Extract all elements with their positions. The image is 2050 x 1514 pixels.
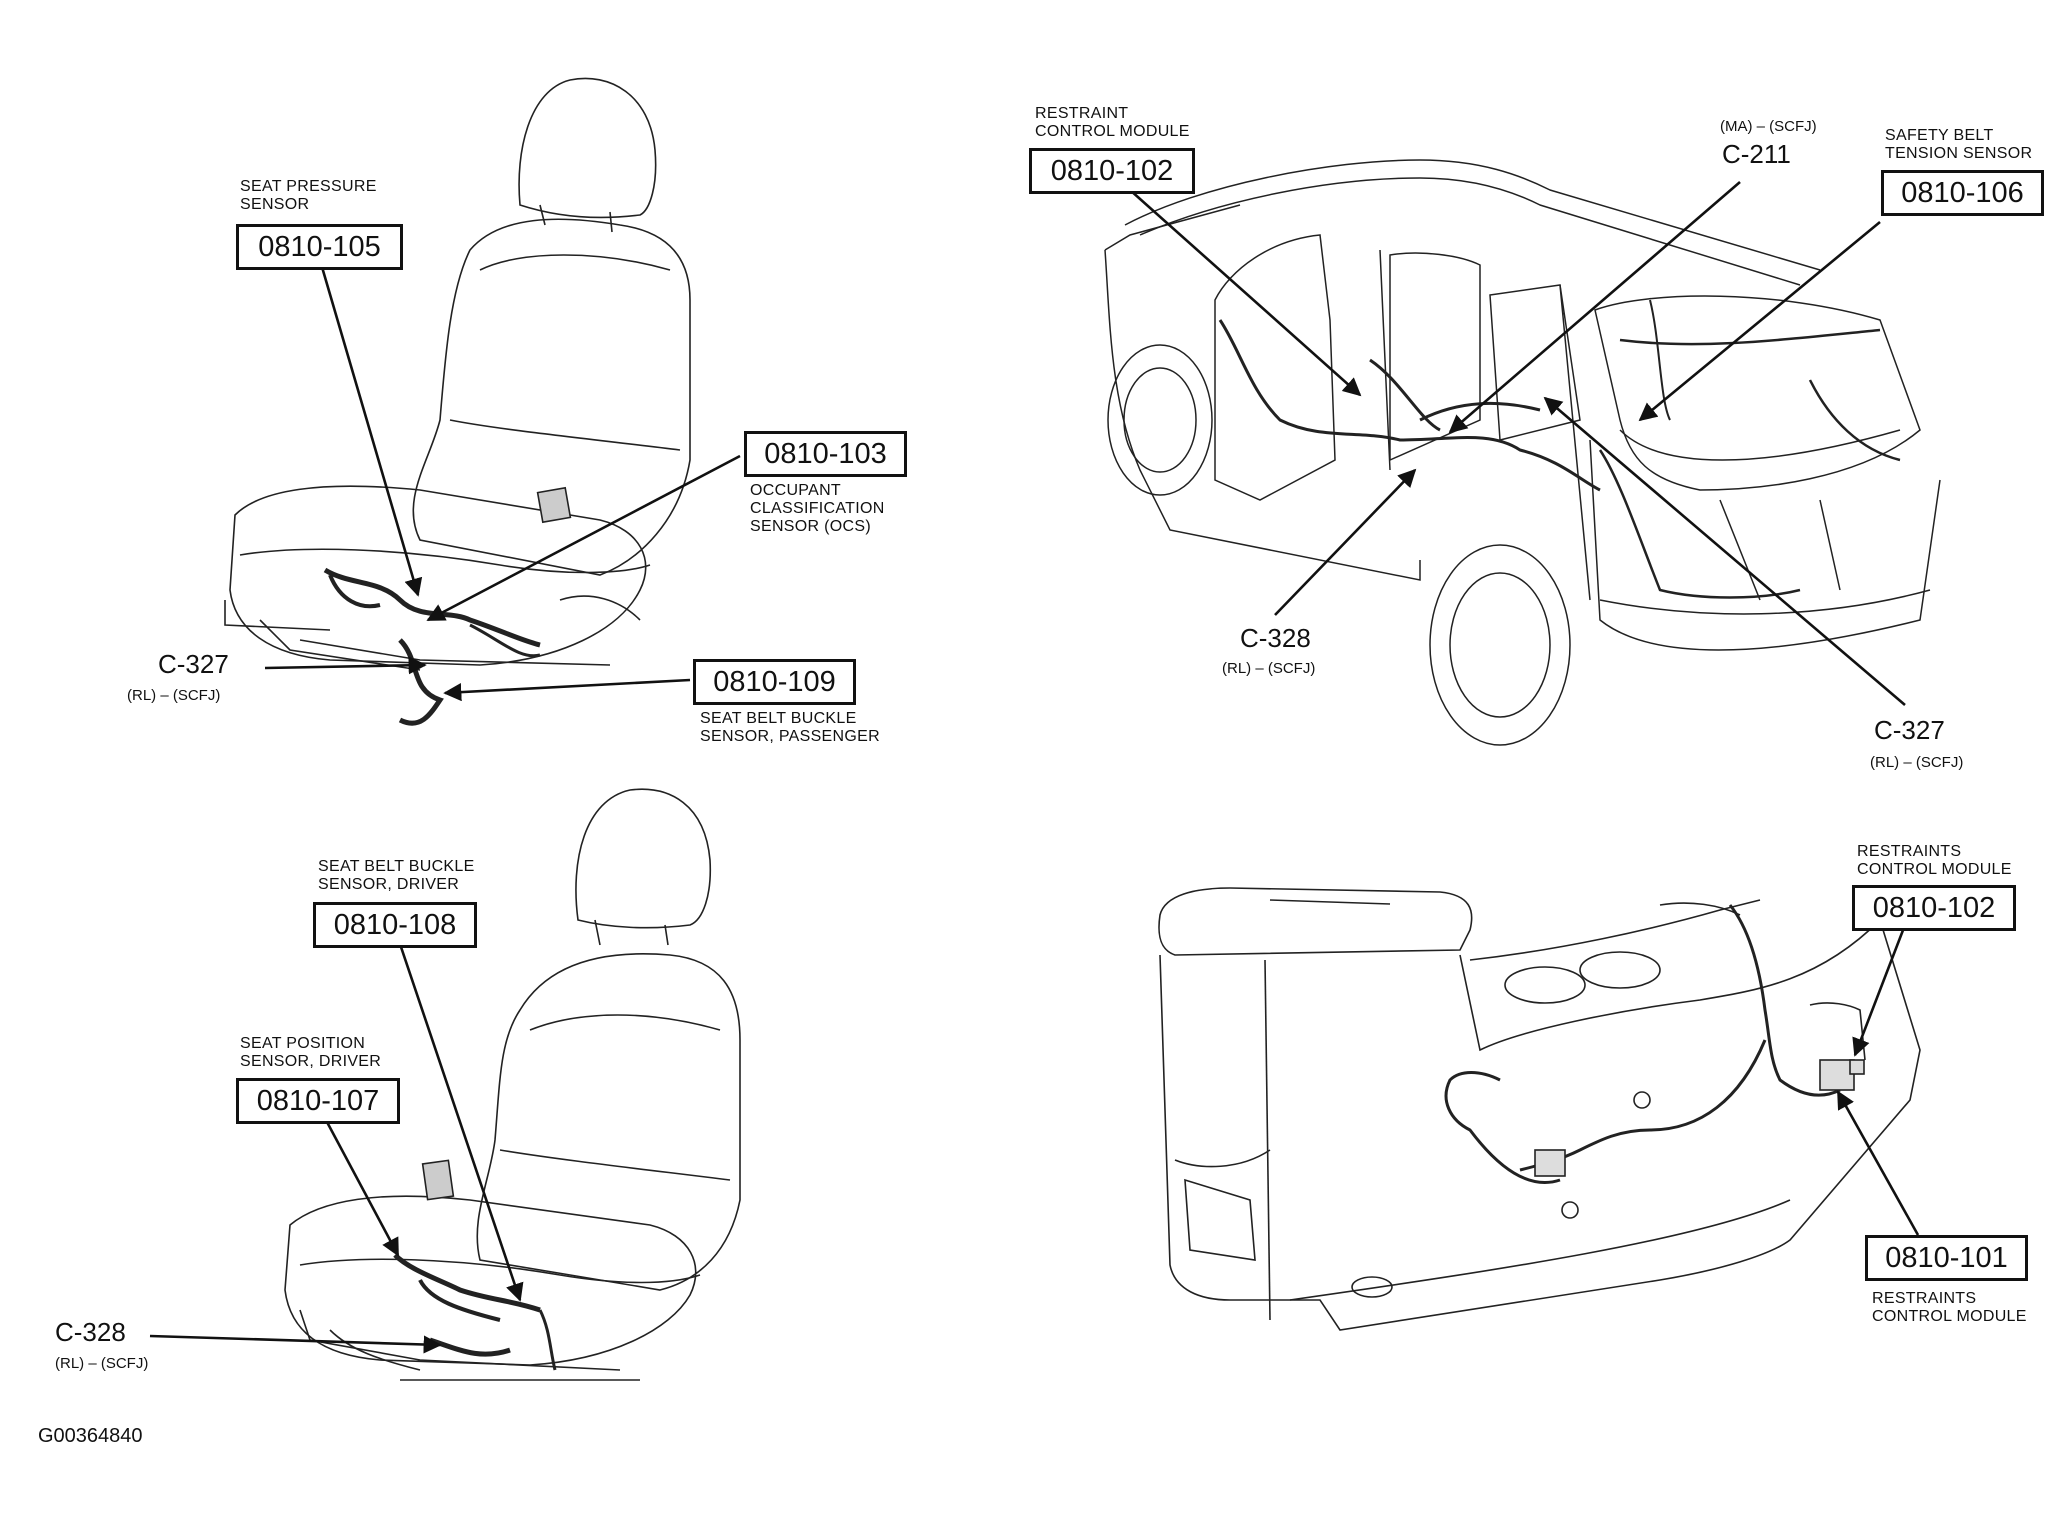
driver-buckle-sensor-code: 0810-108 — [313, 902, 477, 948]
connector-c328-vehicle: C-328 — [1240, 623, 1311, 653]
console-rcm-top-label: RESTRAINTS CONTROL MODULE — [1857, 843, 2012, 878]
connector-c328-driver-sub: (RL) – (SCFJ) — [55, 1355, 149, 1372]
driver-seat-position-sensor-code: 0810-107 — [236, 1078, 400, 1124]
ocs-label: OCCUPANT CLASSIFICATION SENSOR (OCS) — [750, 482, 885, 535]
passenger-seat-leaders — [264, 266, 741, 702]
ocs-code: 0810-103 — [744, 431, 907, 477]
vehicle-illustration — [1104, 159, 1941, 746]
driver-buckle-sensor-label: SEAT BELT BUCKLE SENSOR, DRIVER — [318, 858, 475, 893]
driver-seat-position-sensor-label: SEAT POSITION SENSOR, DRIVER — [240, 1035, 382, 1070]
restraint-control-module-label: RESTRAINT CONTROL MODULE — [1035, 105, 1190, 140]
vehicle-leaders — [1129, 181, 1906, 706]
connector-c327-passenger: C-327 — [158, 649, 229, 679]
seat-pressure-sensor-code: 0810-105 — [236, 224, 403, 270]
console-illustration — [1158, 887, 1921, 1331]
connector-c211-sub: (MA) – (SCFJ) — [1720, 118, 1817, 135]
connector-c327-vehicle: C-327 — [1874, 715, 1945, 745]
connector-c327-vehicle-sub: (RL) – (SCFJ) — [1870, 754, 1964, 771]
connector-c328-driver: C-328 — [55, 1317, 126, 1347]
connector-c327-passenger-sub: (RL) – (SCFJ) — [127, 687, 221, 704]
seat-pressure-sensor-label: SEAT PRESSURE SENSOR — [240, 178, 377, 213]
restraint-control-module-code: 0810-102 — [1029, 148, 1195, 194]
connector-c328-vehicle-sub: (RL) – (SCFJ) — [1222, 660, 1316, 677]
console-rcm-top-code: 0810-102 — [1852, 885, 2016, 931]
passenger-seat-illustration — [224, 77, 691, 726]
passenger-buckle-sensor-code: 0810-109 — [693, 659, 856, 705]
safety-belt-tension-sensor-code: 0810-106 — [1881, 170, 2044, 216]
console-rcm-bottom-code: 0810-101 — [1865, 1235, 2028, 1281]
passenger-buckle-sensor-label: SEAT BELT BUCKLE SENSOR, PASSENGER — [700, 710, 880, 745]
connector-c211: C-211 — [1722, 139, 1791, 169]
safety-belt-tension-sensor-label: SAFETY BELT TENSION SENSOR — [1885, 127, 2033, 162]
console-rcm-bottom-label: RESTRAINTS CONTROL MODULE — [1872, 1290, 2027, 1325]
figure-id: G00364840 — [38, 1425, 143, 1447]
driver-seat-illustration — [284, 788, 741, 1381]
console-leaders — [1836, 924, 1920, 1236]
driver-seat-leaders — [149, 943, 524, 1354]
